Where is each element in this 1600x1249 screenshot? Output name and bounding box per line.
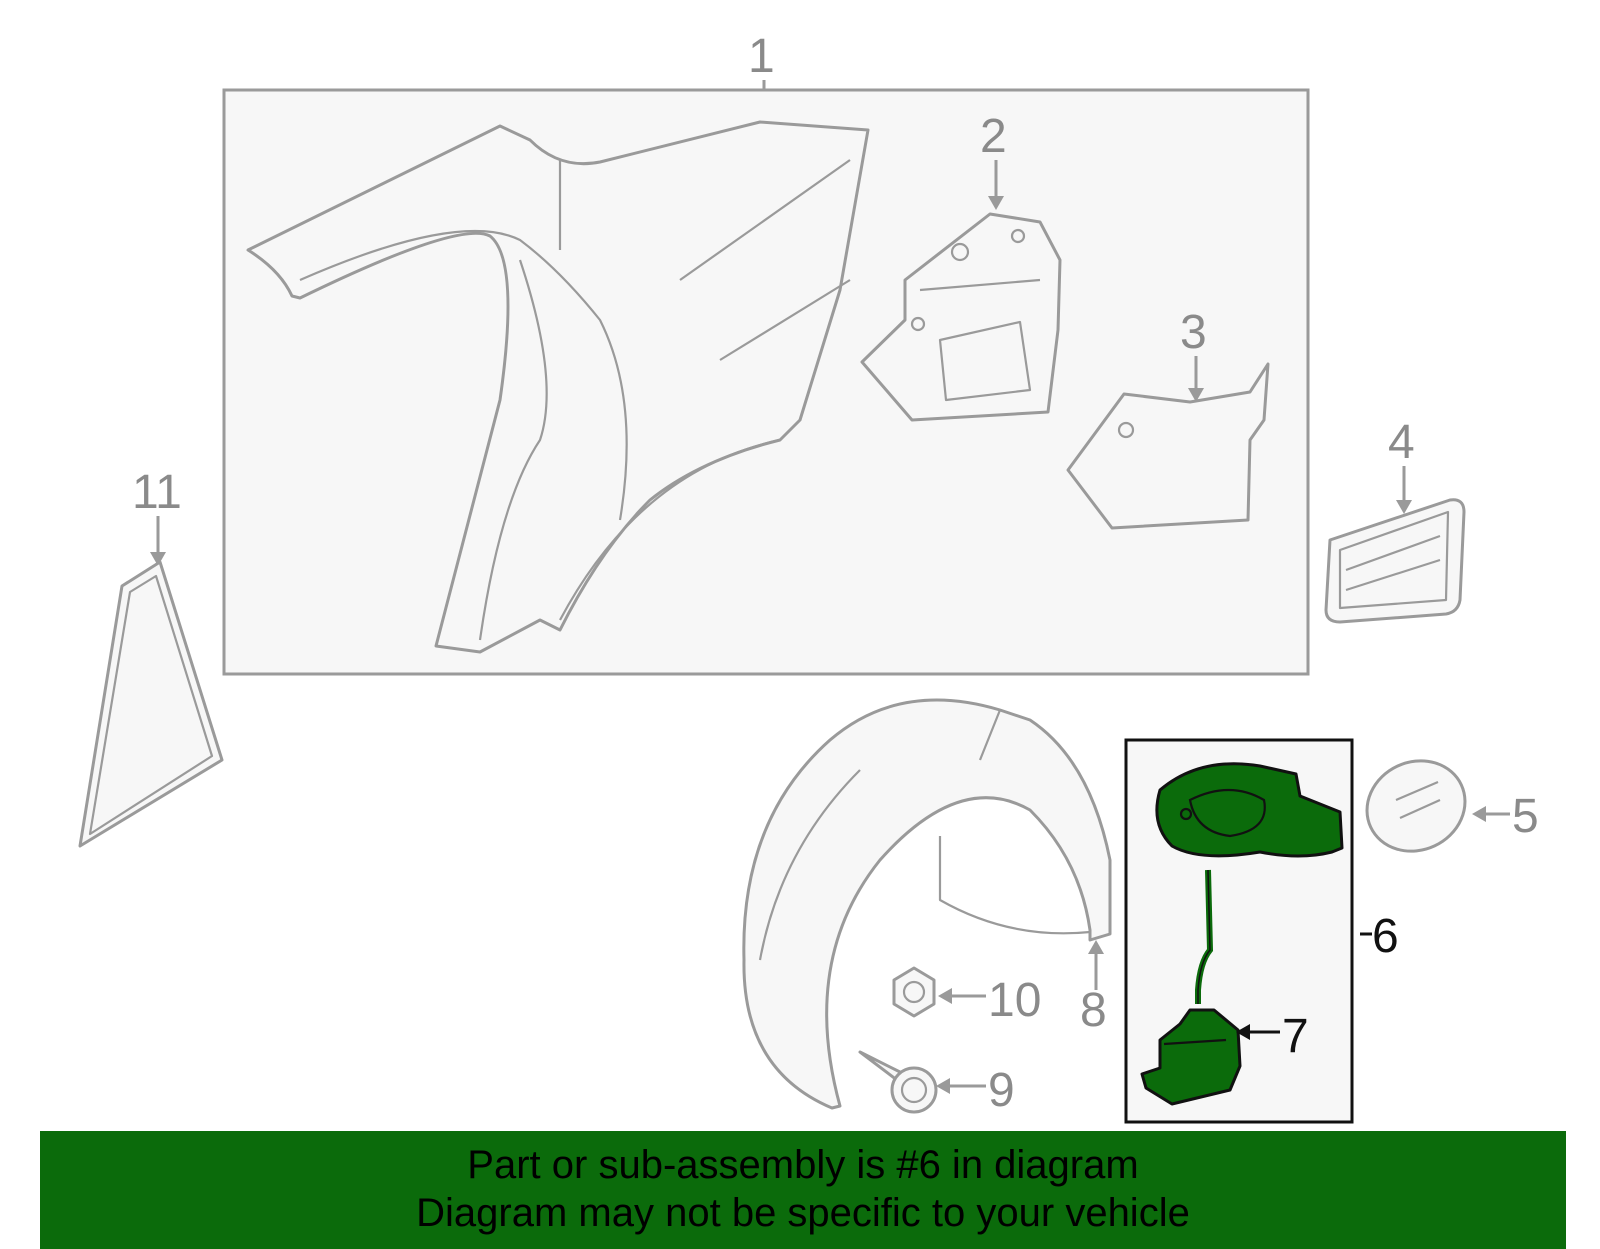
callout-3: 3 — [1180, 306, 1207, 359]
part-5-cap: 5 — [1365, 759, 1539, 853]
fuel-door-highlight — [1155, 762, 1344, 858]
part-1-quarter-panel — [246, 120, 870, 654]
part-9-push-pin: 9 — [858, 1050, 1015, 1117]
callout-4: 4 — [1388, 416, 1415, 469]
part-10-nut: 10 — [892, 966, 1041, 1027]
callout-11: 11 — [132, 466, 182, 519]
callout-7: 7 — [1282, 1010, 1309, 1063]
callout-10: 10 — [988, 974, 1041, 1027]
part-2-bracket: 2 — [860, 110, 1062, 422]
banner-line-1: Part or sub-assembly is #6 in diagram — [467, 1143, 1139, 1187]
callout-5: 5 — [1512, 790, 1539, 843]
part-6-fuel-door-assembly: 6 7 — [1124, 738, 1399, 1124]
banner-line-2: Diagram may not be specific to your vehi… — [416, 1191, 1190, 1235]
part-4-vent: 4 — [1324, 416, 1466, 624]
fuel-door-actuator-highlight — [1140, 1008, 1242, 1106]
callout-2: 2 — [980, 110, 1007, 163]
callout-8: 8 — [1080, 984, 1107, 1037]
part-8-wheel-liner: 8 — [742, 698, 1112, 1110]
info-banner: Part or sub-assembly is #6 in diagram Di… — [40, 1131, 1566, 1249]
part-11-glass: 11 — [78, 466, 224, 848]
callout-9: 9 — [988, 1064, 1015, 1117]
part-3-trim-panel: 3 — [1066, 306, 1270, 530]
callout-1: 1 — [748, 30, 775, 83]
callout-6: 6 — [1372, 910, 1399, 963]
